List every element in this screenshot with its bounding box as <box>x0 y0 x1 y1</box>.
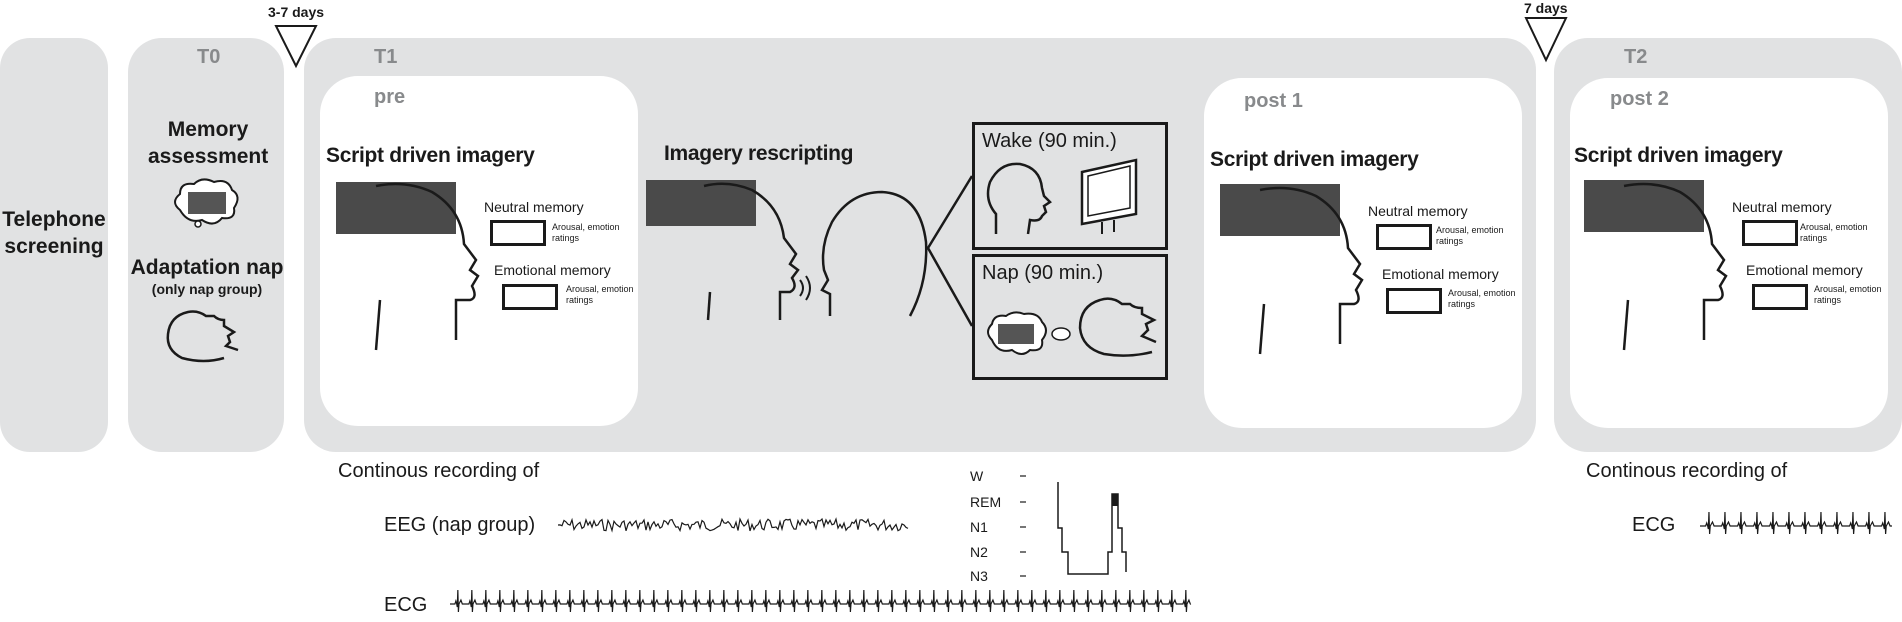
post1-emotional-label: Emotional memory <box>1382 266 1499 282</box>
pre-emotional-label: Emotional memory <box>494 262 611 278</box>
t1-label: T1 <box>374 46 398 68</box>
memory-assessment-label: Memory assessment <box>148 118 269 168</box>
branch-lines <box>926 175 974 327</box>
ecg-trace-right <box>1700 511 1892 535</box>
lying-head-icon <box>166 310 239 363</box>
interval-1-triangle-icon <box>274 25 318 69</box>
eeg-trace <box>557 517 909 533</box>
hypnogram-stage-rem: REM <box>970 494 1002 510</box>
hypnogram-stage-n1: N1 <box>970 519 988 535</box>
post1-neutral-label: Neutral memory <box>1368 203 1468 219</box>
t2-label: T2 <box>1624 46 1648 68</box>
rescripting-title: Imagery rescripting <box>664 142 854 165</box>
ecg-label-right: ECG <box>1632 514 1676 536</box>
post1-emotional-ratings: Arousal, emotion ratings <box>1448 288 1516 309</box>
hypnogram-stage-n3: N3 <box>970 568 988 584</box>
ecg-trace-left <box>450 589 1192 613</box>
post2-neutral-ratings: Arousal, emotion ratings <box>1800 222 1868 243</box>
thought-bubble-icon <box>1051 327 1071 341</box>
post1-title: Script driven imagery <box>1210 148 1419 171</box>
interval-1-label: 3-7 days <box>268 4 325 20</box>
post2-memory-photo <box>1584 180 1704 232</box>
adaptation-nap-label: Adaptation nap <box>130 256 284 279</box>
post2-emotional-rating-box <box>1752 284 1808 310</box>
post2-label: post 2 <box>1610 88 1669 110</box>
post2-neutral-rating-box <box>1742 220 1798 246</box>
post2-card <box>1570 78 1888 428</box>
nap-lying-head-icon <box>1078 297 1157 357</box>
hypnogram-stage-w: W <box>970 468 984 484</box>
pre-neutral-rating-box <box>490 220 546 246</box>
post1-head-icon <box>1258 186 1364 355</box>
hypnogram-stage-n2: N2 <box>970 544 988 560</box>
rescripting-photo <box>646 180 756 226</box>
nap-group-note: (only nap group) <box>151 281 263 297</box>
t0-label: T0 <box>197 46 221 68</box>
post2-neutral-label: Neutral memory <box>1732 199 1832 215</box>
post1-label: post 1 <box>1244 90 1303 112</box>
post2-emotional-label: Emotional memory <box>1746 262 1863 278</box>
post2-head-icon <box>1622 182 1728 351</box>
t0-panel <box>128 38 284 452</box>
second-head-icon <box>820 190 928 317</box>
post1-emotional-rating-box <box>1386 288 1442 314</box>
wake-head-icon <box>986 162 1052 235</box>
pre-title: Script driven imagery <box>326 144 535 167</box>
post1-neutral-rating-box <box>1376 224 1432 250</box>
wake-label: Wake (90 min.) <box>982 130 1117 152</box>
pre-neutral-label: Neutral memory <box>484 199 584 215</box>
post2-emotional-ratings: Arousal, emotion ratings <box>1814 284 1882 305</box>
memory-cloud-icon <box>174 178 239 228</box>
screen-icon <box>1080 158 1138 234</box>
pre-card <box>320 76 638 426</box>
pre-head-icon <box>374 182 480 351</box>
eeg-label: EEG (nap group) <box>384 514 536 536</box>
post1-card <box>1204 78 1522 428</box>
pre-neutral-ratings: Arousal, emotion ratings <box>552 222 620 243</box>
hypnogram <box>1020 475 1127 577</box>
telephone-screening-panel <box>0 38 108 452</box>
dream-cloud-icon <box>987 311 1047 355</box>
post1-memory-photo <box>1220 184 1340 236</box>
pre-emotional-rating-box <box>502 284 558 310</box>
ecg-label-left: ECG <box>384 594 428 616</box>
post1-neutral-ratings: Arousal, emotion ratings <box>1436 225 1504 246</box>
telephone-screening-label: Telephone screening <box>2 208 106 258</box>
pre-label: pre <box>374 86 406 108</box>
nap-label: Nap (90 min.) <box>982 262 1104 284</box>
rescripting-head-icon <box>703 182 811 321</box>
pre-memory-photo <box>336 182 456 234</box>
interval-2-label: 7 days <box>1524 0 1568 16</box>
post2-title: Script driven imagery <box>1574 144 1783 167</box>
left-recording-title: Continous recording of <box>338 460 540 482</box>
pre-emotional-ratings: Arousal, emotion ratings <box>566 284 634 305</box>
right-recording-title: Continous recording of <box>1586 460 1788 482</box>
interval-2-triangle-icon <box>1524 17 1568 63</box>
